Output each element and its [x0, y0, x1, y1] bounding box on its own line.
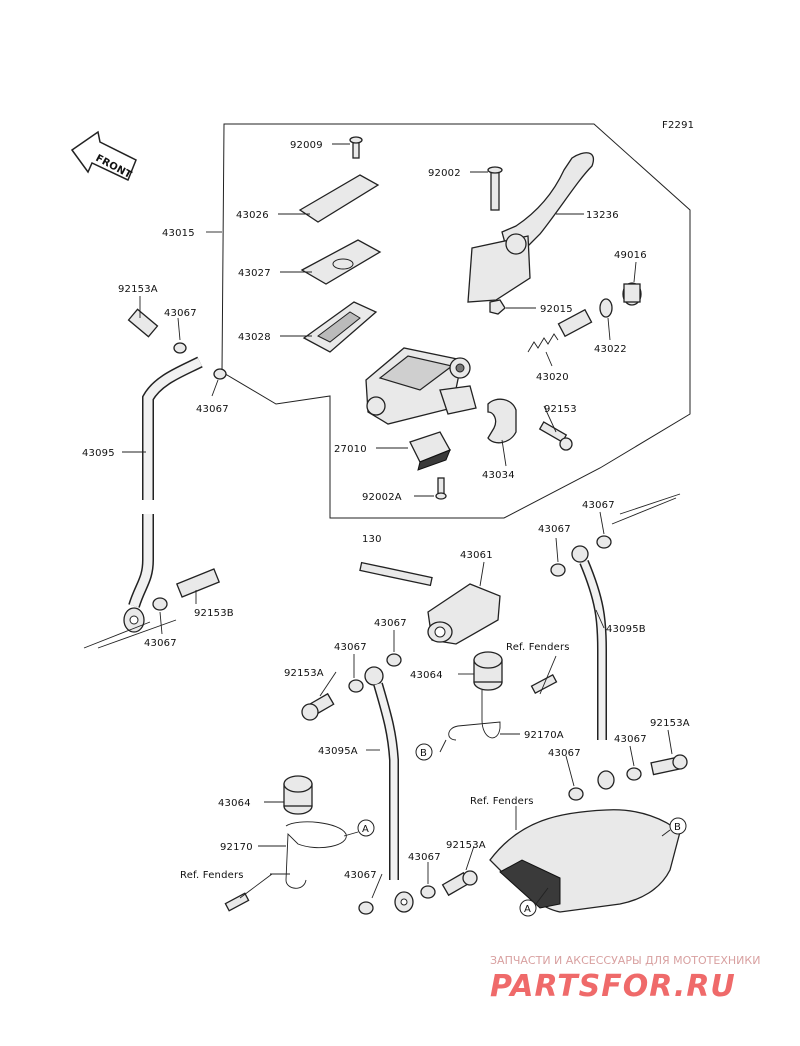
part-label: 43067 [334, 642, 367, 653]
part-label: 43026 [236, 210, 269, 221]
master-cylinder-holder [487, 398, 517, 444]
part-label: 43067 [344, 870, 377, 881]
callout-a: A [357, 819, 375, 837]
part-label: 43061 [460, 550, 493, 561]
piston-boot [622, 282, 642, 306]
leader-lines [83, 143, 681, 905]
part-label: 92009 [290, 140, 323, 151]
part-label: 43067 [144, 638, 177, 649]
svg-text:B: B [420, 748, 427, 759]
part-label: 92153A [284, 668, 324, 679]
brake-hose-joint [359, 561, 501, 645]
part-label: 92153 [544, 404, 577, 415]
watermark: ЗАПЧАСТИ И АКСЕССУАРЫ ДЛЯ МОТОТЕХНИКИ PA… [490, 954, 760, 1004]
diagram-code: F2291 [662, 120, 694, 131]
part-label: 92002A [362, 492, 402, 503]
part-label: 43067 [374, 618, 407, 629]
watermark-tagline: ЗАПЧАСТИ И АКСЕССУАРЫ ДЛЯ МОТОТЕХНИКИ [490, 954, 760, 967]
part-label: 43027 [238, 268, 271, 279]
part-label: 43067 [614, 734, 647, 745]
part-label: 43064 [410, 670, 443, 681]
part-label: 92153A [118, 284, 158, 295]
part-label: 92170 [220, 842, 253, 853]
banjo-bolt [650, 754, 688, 776]
part-label: 43067 [582, 500, 615, 511]
assembly-frame [221, 123, 691, 519]
part-label: 43015 [162, 228, 195, 239]
brake-hose-43095 [123, 308, 227, 633]
master-cylinder-body [365, 347, 477, 425]
svg-text:A: A [524, 904, 531, 915]
callout-b: B [669, 817, 687, 835]
lever-bolt [487, 166, 503, 211]
part-label: 43067 [196, 404, 229, 415]
part-label: 43064 [218, 798, 251, 809]
callout-a: A [519, 899, 537, 917]
svg-text:A: A [362, 824, 369, 835]
fender-bolt [224, 892, 250, 912]
hose-clamp-92170 [285, 821, 347, 889]
ref-label: Ref. Fenders [470, 796, 534, 807]
part-label: 43095B [606, 624, 646, 635]
part-label: 49016 [614, 250, 647, 261]
part-label: 92002 [428, 168, 461, 179]
part-labels: 92009 92002 13236 43015 43026 43027 4302… [82, 140, 690, 881]
part-label: 43095A [318, 746, 358, 757]
grommet [473, 651, 503, 691]
front-arrow-icon: FRONT [70, 130, 137, 181]
part-label: 43034 [482, 470, 515, 481]
part-label: 27010 [334, 444, 367, 455]
piston-set [527, 308, 593, 353]
hose-clamp-92170a [448, 690, 501, 741]
circlip [599, 298, 613, 318]
callout-b: B [415, 743, 433, 761]
part-label: 92170A [524, 730, 564, 741]
brake-lever [467, 152, 595, 303]
washer [358, 901, 374, 915]
part-label: 92015 [540, 304, 573, 315]
washer [596, 535, 612, 549]
lever-nut [489, 299, 506, 315]
part-label: 43067 [164, 308, 197, 319]
part-label: 43020 [536, 372, 569, 383]
reservoir-screw [349, 136, 363, 159]
banjo-bolt [441, 870, 478, 897]
part-label: 92153A [650, 718, 690, 729]
washer [626, 767, 642, 781]
washer [550, 563, 566, 577]
ref-label: Ref. Fenders [180, 870, 244, 881]
washer [568, 787, 584, 801]
switch-screw [435, 477, 447, 500]
part-label: 43022 [594, 344, 627, 355]
part-label: 13236 [586, 210, 619, 221]
washer [348, 679, 364, 693]
grommet [283, 775, 313, 815]
part-label: 43067 [548, 748, 581, 759]
brake-hose-43095B [571, 545, 615, 790]
part-label: 43028 [238, 332, 271, 343]
brake-light-switch [409, 431, 451, 471]
reservoir-cap [298, 174, 380, 223]
clamp-bolt [538, 421, 573, 451]
part-label: 43067 [408, 852, 441, 863]
brake-hose-43095A [364, 666, 414, 913]
ref-label: 130 [362, 534, 382, 545]
ref-label: Ref. Fenders [506, 642, 570, 653]
watermark-brand: PARTSFOR.RU [490, 969, 736, 1004]
svg-text:B: B [674, 822, 681, 833]
front-fender [489, 809, 681, 913]
part-label: 92153A [446, 840, 486, 851]
part-label: 43067 [538, 524, 571, 535]
washer [420, 885, 436, 899]
diaphragm-plate [300, 239, 382, 285]
washer [386, 653, 402, 667]
banjo-bolt [301, 692, 335, 721]
part-label: 92153B [194, 608, 234, 619]
part-label: 43095 [82, 448, 115, 459]
